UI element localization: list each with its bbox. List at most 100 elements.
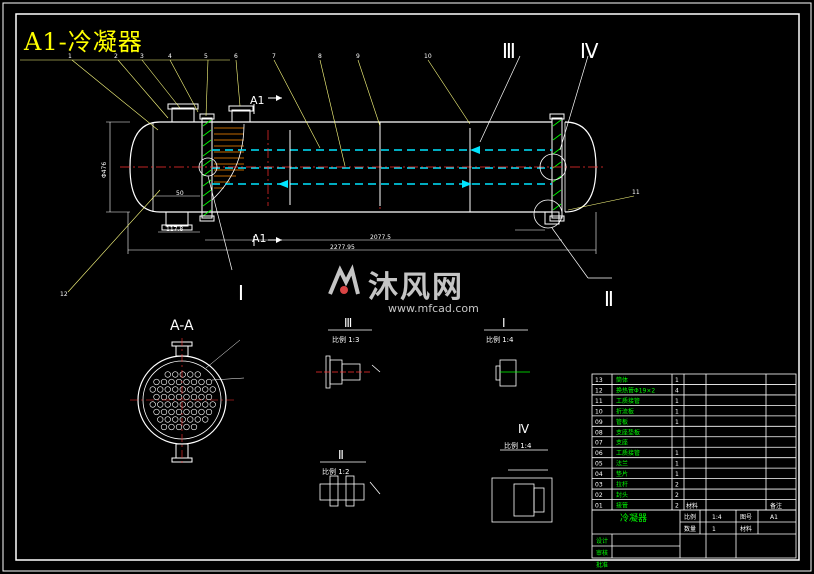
tube-hole <box>160 393 168 401</box>
detail-1-title: Ⅰ <box>502 316 506 330</box>
dim-small: 50 <box>176 190 184 197</box>
tube-hole <box>160 408 168 416</box>
tube-hole <box>175 408 183 416</box>
tube-hole <box>168 393 175 401</box>
tube-hole <box>168 423 175 431</box>
bom-row-no: 08 <box>595 429 603 436</box>
watermark-name: 沐风网 <box>368 270 464 305</box>
tube-hole <box>179 371 186 378</box>
bom-row-name: 折流板 <box>616 407 634 415</box>
bom-row-name: 工质接管 <box>616 397 640 405</box>
bom-row-qty: 1 <box>675 408 679 415</box>
tube-hole <box>153 393 160 401</box>
tube-hole <box>160 378 168 386</box>
tube-hole <box>198 408 205 416</box>
detail-2-scale: 比例 1:2 <box>322 467 350 476</box>
tube-hole <box>202 416 209 423</box>
tube-hole <box>183 408 190 416</box>
balloon-3: 3 <box>140 53 144 60</box>
inner-frame <box>15 13 800 561</box>
tube-hole <box>172 416 179 423</box>
tube-hole <box>183 378 190 386</box>
title-block-sheet: A1 <box>770 514 778 521</box>
section-mark-bottom: A1 <box>252 232 267 245</box>
tube-hole <box>187 401 194 408</box>
bom-row-no: 01 <box>595 502 603 509</box>
tube-hole <box>194 401 201 408</box>
title-block-row-approve: 批准 <box>596 561 608 569</box>
tube-hole <box>205 378 213 386</box>
detail-mark-3: Ⅲ <box>502 39 516 63</box>
dim-diameter: Φ476 <box>101 162 108 178</box>
bom-header-remark: 备注 <box>770 502 782 510</box>
bom-row-qty: 1 <box>675 471 679 478</box>
balloon-9: 9 <box>356 53 360 60</box>
bom-row-no: 03 <box>595 482 603 489</box>
bom-row-no: 07 <box>595 440 603 447</box>
detail-1-scale: 比例 1:4 <box>486 335 514 344</box>
bom-row-name: 接管 <box>616 501 628 509</box>
bom-row-qty: 1 <box>675 419 679 426</box>
balloon-2: 2 <box>114 53 118 60</box>
dim-inner-length: 2077.5 <box>370 234 391 241</box>
balloon-4: 4 <box>168 53 172 60</box>
bom-row-no: 05 <box>595 461 603 468</box>
tube-hole <box>157 386 164 393</box>
bom-row-name: 支座 <box>616 439 628 447</box>
tube-hole <box>194 416 201 423</box>
tube-hole <box>157 416 164 423</box>
bom-row-qty: 2 <box>675 502 679 509</box>
detail-3-scale: 比例 1:3 <box>332 335 360 344</box>
detail-3 <box>316 329 381 389</box>
detail-mark-4: Ⅳ <box>580 39 599 63</box>
tube-hole <box>190 408 198 416</box>
tube-hole <box>187 416 194 423</box>
tube-hole <box>175 423 183 431</box>
tube-hole <box>157 401 164 408</box>
tube-hole <box>202 386 209 393</box>
section-a-a-label: A-A <box>170 318 194 334</box>
tube-hole <box>175 378 183 386</box>
bom-row-no: 04 <box>595 471 603 478</box>
tube-hole <box>175 393 183 401</box>
title-block-qty-label: 数量 <box>684 525 696 533</box>
tube-hole <box>205 393 213 401</box>
tube-hole <box>202 401 209 408</box>
bom-header-material: 材料 <box>686 502 698 510</box>
bom-row-qty: 1 <box>675 377 679 384</box>
tube-hole <box>164 401 171 408</box>
bom-row-name: 换热管Φ19×2 <box>616 386 655 394</box>
bom-row-no: 11 <box>595 398 603 405</box>
bom-row-no: 09 <box>595 419 603 426</box>
tube-hole <box>187 371 194 378</box>
balloon-10: 10 <box>424 53 432 60</box>
tube-hole <box>172 386 179 393</box>
tube-hole <box>172 401 179 408</box>
tube-hole <box>168 378 175 386</box>
tube-hole <box>183 423 190 431</box>
bom-row-name: 封头 <box>616 491 628 499</box>
tube-hole <box>183 393 190 401</box>
bom-row-name: 垫片 <box>616 470 628 478</box>
tube-hole <box>190 378 198 386</box>
title-block-row-design: 设计 <box>596 537 608 545</box>
balloon-11: 11 <box>632 189 640 196</box>
bom-row-name: 支座垫板 <box>616 428 640 436</box>
dim-overall-length: 2277.95 <box>330 244 355 251</box>
tube-hole <box>190 393 198 401</box>
mfcad-logo-icon <box>328 264 360 295</box>
tube-hole <box>179 416 186 423</box>
bom-row-qty: 4 <box>675 387 679 394</box>
tube-hole <box>198 378 205 386</box>
title-block-scale: 1:4 <box>712 514 722 521</box>
detail-1 <box>484 329 530 387</box>
watermark: 沐风网 www.mfcad.com <box>326 262 479 315</box>
tube-hole <box>172 371 179 378</box>
bom-row-qty: 1 <box>675 450 679 457</box>
tube-hole <box>164 371 171 378</box>
bom-row-name: 工质接管 <box>616 449 640 457</box>
bom-row-no: 10 <box>595 408 603 415</box>
bom-row-name: 法兰 <box>616 460 628 468</box>
detail-mark-2: Ⅱ <box>604 287 614 311</box>
